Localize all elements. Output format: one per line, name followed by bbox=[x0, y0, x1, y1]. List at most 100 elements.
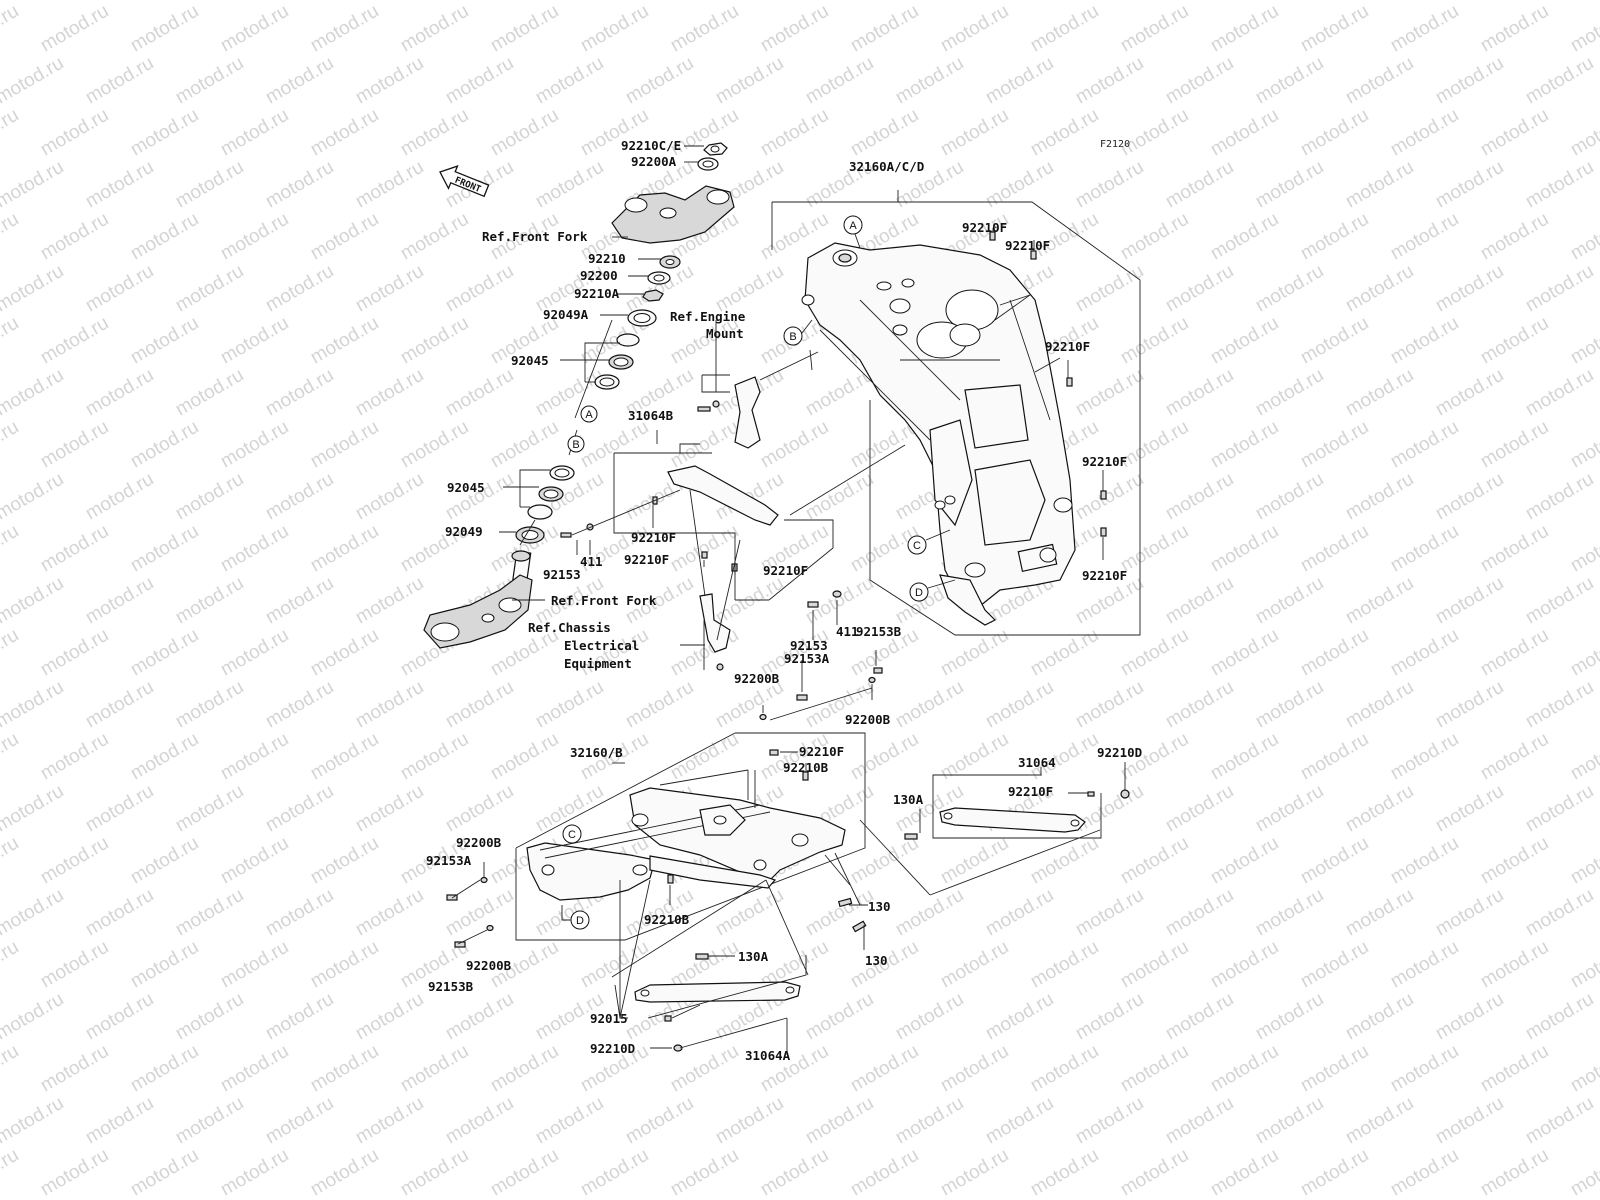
watermark-text: motod.ru bbox=[172, 1093, 247, 1149]
watermark-text: motod.ru bbox=[757, 1, 832, 57]
watermark-text: motod.ru bbox=[37, 313, 112, 369]
watermark-text: motod.ru bbox=[1432, 157, 1507, 213]
watermark-text: motod.ru bbox=[1117, 625, 1192, 681]
watermark-text: motod.ru bbox=[1117, 1145, 1192, 1200]
watermark-text: motod.ru bbox=[352, 989, 427, 1045]
bolt-icon bbox=[1100, 527, 1107, 537]
watermark-text: motod.ru bbox=[172, 885, 247, 941]
watermark-text: motod.ru bbox=[1207, 833, 1282, 889]
watermark-text: motod.ru bbox=[307, 313, 382, 369]
nut-icon bbox=[1120, 789, 1130, 799]
watermark-text: motod.ru bbox=[1117, 209, 1192, 265]
watermark-text: motod.ru bbox=[1072, 0, 1147, 4]
bolt-icon bbox=[837, 897, 853, 908]
svg-text:D: D bbox=[915, 587, 923, 599]
watermark-text: motod.ru bbox=[1297, 417, 1372, 473]
watermark-text: motod.ru bbox=[1162, 157, 1237, 213]
watermark-text: motod.ru bbox=[127, 729, 202, 785]
watermark-text: motod.ru bbox=[1522, 989, 1597, 1045]
label-31064b: 31064B bbox=[628, 408, 674, 423]
watermark-text: motod.ru bbox=[1072, 157, 1147, 213]
watermark-text: motod.ru bbox=[1162, 989, 1237, 1045]
watermark-text: motod.ru bbox=[982, 0, 1057, 4]
watermark-text: motod.ru bbox=[1432, 1093, 1507, 1149]
label-92210d-bottom: 92210D bbox=[590, 1041, 635, 1056]
watermark-text: motod.ru bbox=[352, 885, 427, 941]
watermark-text: motod.ru bbox=[1522, 261, 1597, 317]
watermark-text: motod.ru bbox=[127, 625, 202, 681]
watermark-text: motod.ru bbox=[307, 1, 382, 57]
svg-text:A: A bbox=[585, 409, 593, 421]
watermark-text: motod.ru bbox=[1567, 937, 1600, 993]
watermark-text: motod.ru bbox=[37, 937, 112, 993]
watermark-text: motod.ru bbox=[37, 1041, 112, 1097]
watermark-text: motod.ru bbox=[262, 677, 337, 733]
watermark-text: motod.ru bbox=[352, 469, 427, 525]
steering-stem-parts bbox=[423, 142, 735, 649]
watermark-text: motod.ru bbox=[1252, 781, 1327, 837]
watermark-text: motod.ru bbox=[1567, 833, 1600, 889]
watermark-text: motod.ru bbox=[352, 781, 427, 837]
svg-text:B: B bbox=[572, 439, 579, 451]
watermark-text: motod.ru bbox=[1342, 365, 1417, 421]
watermark-text: motod.ru bbox=[982, 157, 1057, 213]
watermark-text: motod.ru bbox=[352, 157, 427, 213]
watermark-text: motod.ru bbox=[1387, 1, 1462, 57]
watermark-text: motod.ru bbox=[1252, 0, 1327, 4]
watermark-text: motod.ru bbox=[0, 365, 67, 421]
watermark-text: motod.ru bbox=[1162, 365, 1237, 421]
label-92153a-left: 92153A bbox=[426, 853, 472, 868]
watermark-text: motod.ru bbox=[1252, 261, 1327, 317]
watermark-text: motod.ru bbox=[1567, 1, 1600, 57]
watermark-text: motod.ru bbox=[1522, 677, 1597, 733]
watermark-text: motod.ru bbox=[1477, 1041, 1552, 1097]
bolt-icon bbox=[664, 1015, 672, 1022]
watermark-text: motod.ru bbox=[1477, 1145, 1552, 1200]
watermark-text: motod.ru bbox=[262, 261, 337, 317]
watermark-text: motod.ru bbox=[1432, 885, 1507, 941]
watermark-text: motod.ru bbox=[1207, 729, 1282, 785]
watermark-text: motod.ru bbox=[1027, 833, 1102, 889]
watermark-text: motod.ru bbox=[757, 1145, 832, 1200]
label-92210f-a: 92210F bbox=[631, 530, 676, 545]
watermark-text: motod.ru bbox=[937, 1145, 1012, 1200]
watermark-text: motod.ru bbox=[1342, 261, 1417, 317]
label-mount: Mount bbox=[706, 326, 744, 341]
watermark-text: motod.ru bbox=[982, 1093, 1057, 1149]
watermark-text: motod.ru bbox=[1117, 105, 1192, 161]
label-92210f-b: 92210F bbox=[624, 552, 669, 567]
label-electrical: Electrical bbox=[564, 638, 639, 653]
watermark-text: motod.ru bbox=[937, 937, 1012, 993]
watermark-text: motod.ru bbox=[1252, 677, 1327, 733]
bar-31064a-group bbox=[611, 879, 809, 1055]
watermark-text: motod.ru bbox=[937, 625, 1012, 681]
watermark-text: motod.ru bbox=[1072, 781, 1147, 837]
watermark-text: motod.ru bbox=[1162, 469, 1237, 525]
watermark-text: motod.ru bbox=[1432, 0, 1507, 4]
watermark-text: motod.ru bbox=[127, 937, 202, 993]
watermark-text: motod.ru bbox=[1207, 937, 1282, 993]
watermark-text: motod.ru bbox=[1297, 729, 1372, 785]
watermark-text: motod.ru bbox=[442, 1093, 517, 1149]
watermark-text: motod.ru bbox=[172, 677, 247, 733]
watermark-text: motod.ru bbox=[1297, 209, 1372, 265]
bearing-race-icon bbox=[616, 333, 640, 347]
label-130-2: 130 bbox=[865, 953, 888, 968]
watermark-text: motod.ru bbox=[577, 417, 652, 473]
svg-text:A: A bbox=[849, 220, 857, 232]
watermark-text: motod.ru bbox=[532, 0, 607, 4]
watermark-text: motod.ru bbox=[937, 1, 1012, 57]
watermark-text: motod.ru bbox=[307, 1145, 382, 1200]
watermark-text: motod.ru bbox=[82, 53, 157, 109]
watermark-text: motod.ru bbox=[82, 365, 157, 421]
watermark-text: motod.ru bbox=[82, 0, 157, 4]
watermark-text: motod.ru bbox=[1252, 469, 1327, 525]
watermark-text: motod.ru bbox=[262, 53, 337, 109]
label-ref-chassis: Ref.Chassis bbox=[528, 620, 611, 635]
watermark-text: motod.ru bbox=[1117, 937, 1192, 993]
watermark-text: motod.ru bbox=[622, 261, 697, 317]
watermark-text: motod.ru bbox=[307, 937, 382, 993]
watermark-text: motod.ru bbox=[1522, 0, 1597, 4]
watermark-text: motod.ru bbox=[1387, 105, 1462, 161]
